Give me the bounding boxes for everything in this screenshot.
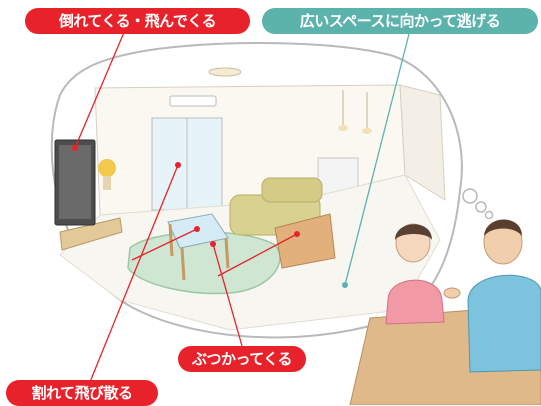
flower-vase xyxy=(98,159,116,177)
ceiling-lamp xyxy=(208,67,242,77)
label-bumping: ぶつかってくる xyxy=(178,346,306,372)
leader-line-tv xyxy=(74,29,126,149)
air-conditioner xyxy=(169,95,217,107)
leader-line-sofa xyxy=(217,233,298,277)
pendant-lamp xyxy=(362,128,372,134)
tv-stand xyxy=(59,217,123,251)
leader-line-bump-table xyxy=(212,243,243,347)
people xyxy=(349,219,541,405)
leader-line-table xyxy=(131,228,198,261)
label-shattering: 割れて飛び散る xyxy=(6,380,158,406)
sofa xyxy=(229,177,336,269)
pendant-lamp xyxy=(338,125,348,131)
label-falling: 倒れてくる・飛んでくる xyxy=(25,8,250,34)
leader-line-window xyxy=(89,164,179,383)
leader-lines xyxy=(72,29,411,383)
room-interior xyxy=(54,67,446,331)
leader-line-escape xyxy=(344,29,411,286)
label-escape: 広いスペースに向かって逃げる xyxy=(262,8,538,34)
man xyxy=(443,219,541,373)
woman xyxy=(385,223,445,325)
